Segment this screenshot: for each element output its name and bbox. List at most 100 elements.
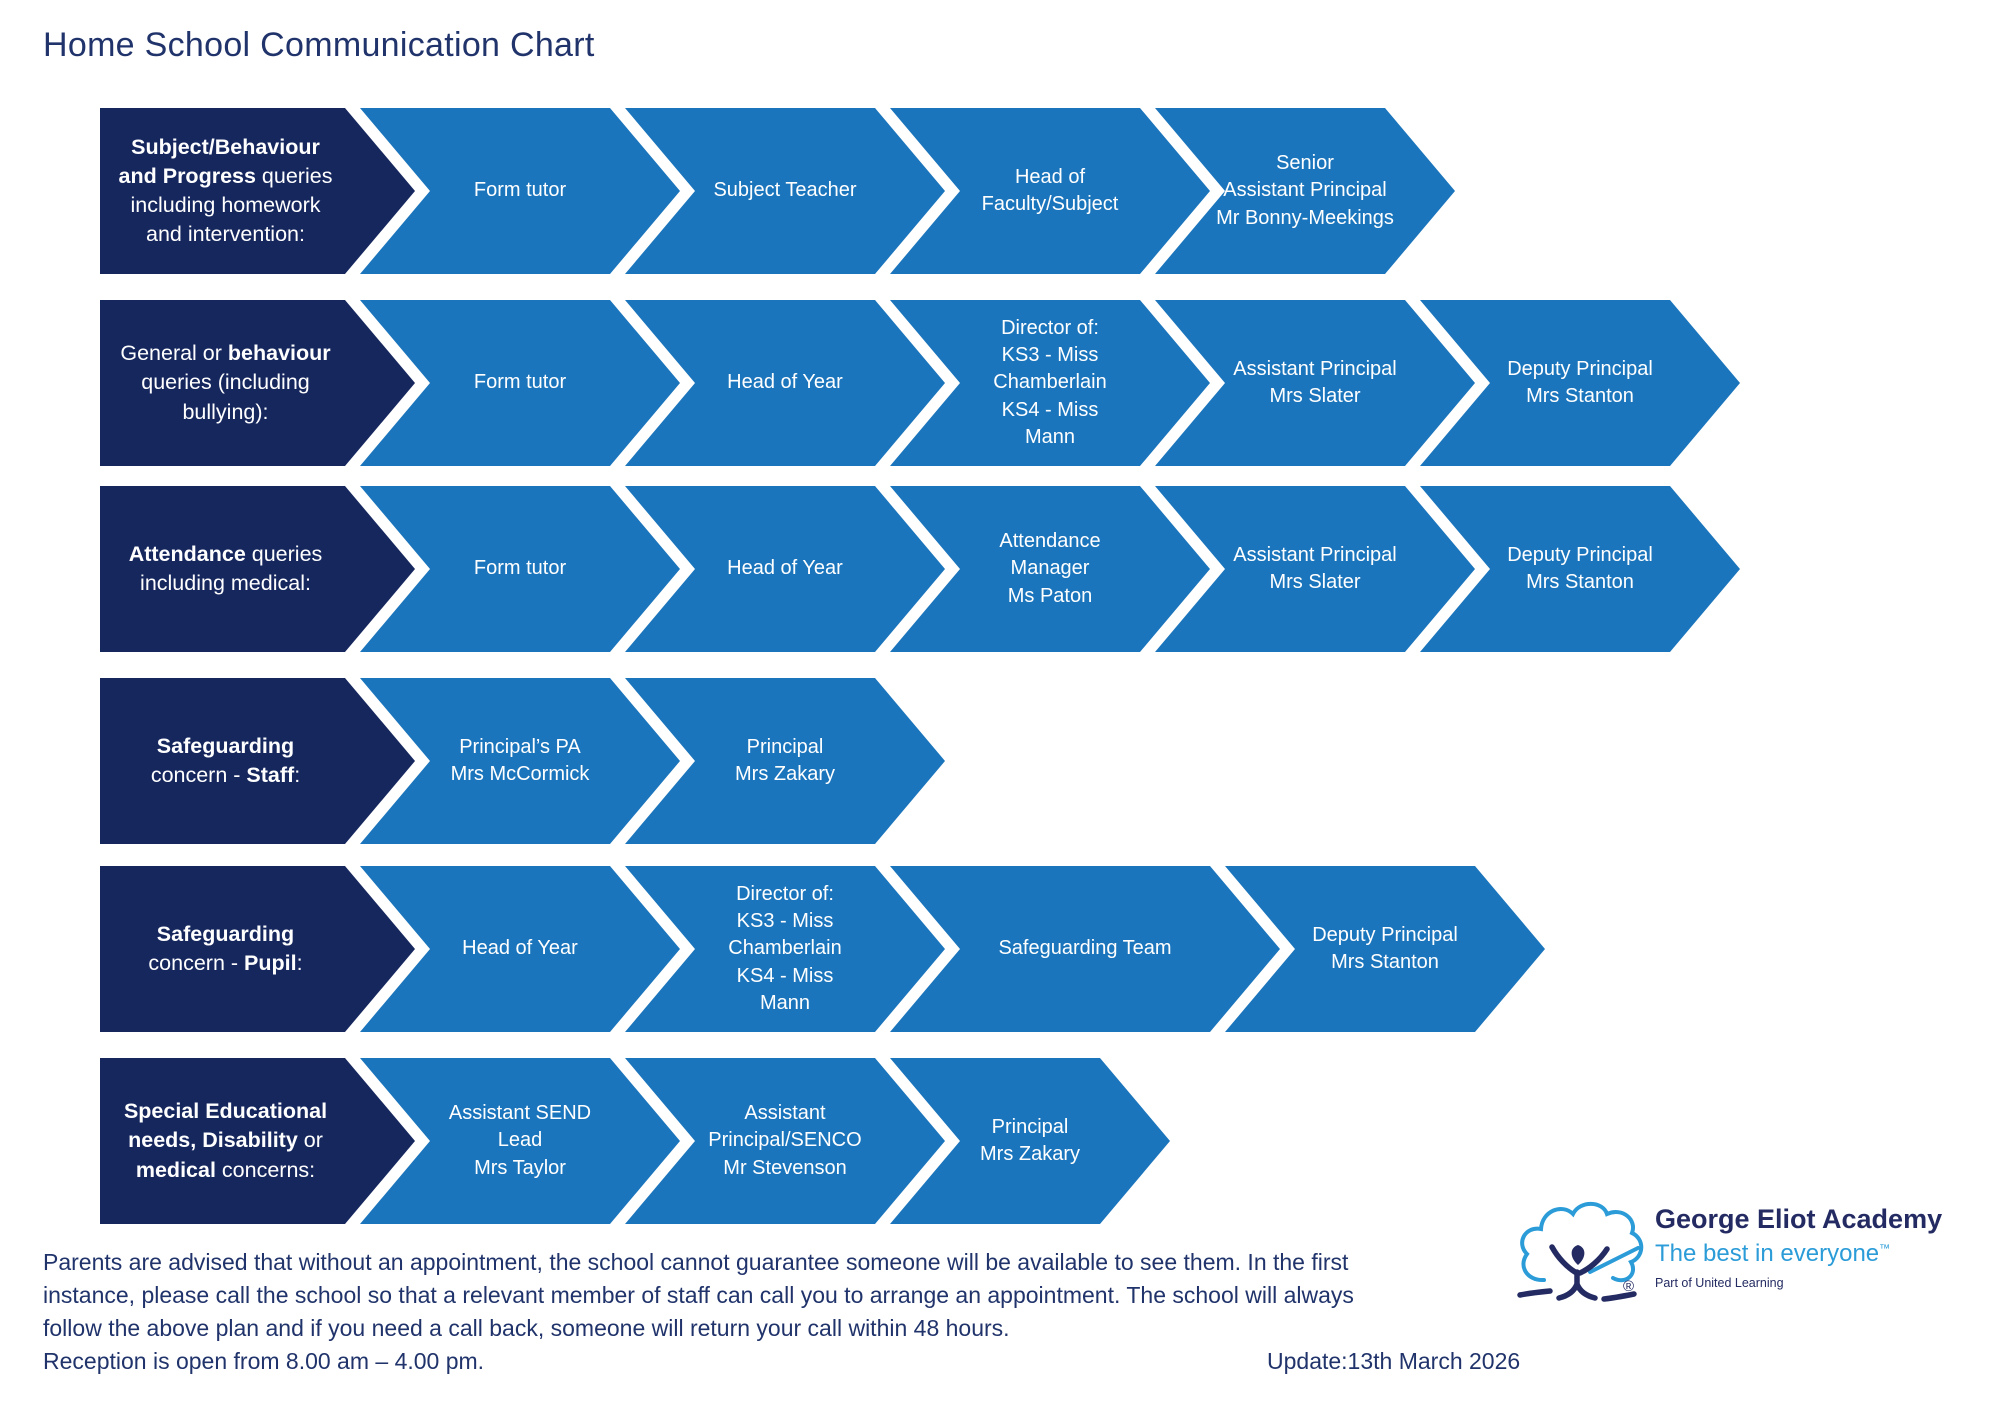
- step-label-line: Mrs Taylor: [474, 1156, 566, 1179]
- category-label-line: and intervention:: [146, 222, 305, 247]
- footer-line: Parents are advised that without an appo…: [43, 1249, 1349, 1275]
- step-label-line: Mrs Stanton: [1526, 571, 1634, 593]
- step-label-line: Head of Year: [727, 557, 843, 580]
- step-label-line: Assistant Principal: [1233, 543, 1397, 566]
- step-label-line: Mrs Slater: [1269, 571, 1361, 593]
- step-label-line: Assistant Principal: [1233, 357, 1397, 380]
- footer-line: follow the above plan and if you need a …: [43, 1315, 1010, 1341]
- category-label-line: including homework: [130, 193, 321, 217]
- category-label-line: needs, Disability or: [128, 1128, 323, 1153]
- step-label-line: Assistant Principal: [1223, 179, 1387, 202]
- tagline-text: The best in everyone: [1655, 1240, 1880, 1267]
- step-label-line: Ms Paton: [1007, 584, 1093, 607]
- step-label-line: Director of:: [736, 883, 834, 906]
- page-title: Home School Communication Chart: [43, 26, 595, 64]
- category-label-line: concern - Pupil:: [148, 951, 303, 975]
- step-label-line: Form tutor: [473, 179, 567, 202]
- figure-left-arm: [1549, 1244, 1578, 1275]
- step-label-line: Safeguarding Team: [998, 937, 1172, 960]
- update-date: Update:13th March 2026: [1267, 1348, 1521, 1374]
- step-label-line: Mrs Zakary: [980, 1143, 1080, 1165]
- step-label-line: Principal: [991, 1115, 1069, 1138]
- step-label-line: Principal’s PA: [459, 735, 581, 758]
- step-label-line: Assistant SEND: [448, 1102, 592, 1125]
- step-label-line: Mr Bonny-Meekings: [1216, 206, 1394, 229]
- academy-tagline: The best in everyone™: [1655, 1240, 1890, 1268]
- step-label-line: Mrs Slater: [1269, 385, 1361, 407]
- step-label-line: Deputy Principal: [1312, 923, 1458, 946]
- step-label-line: Mr Stevenson: [723, 1156, 847, 1179]
- step-arrow: Safeguarding Team: [890, 866, 1280, 1032]
- ground-line-right: [1601, 1291, 1637, 1302]
- step-label-line: KS3 - Miss: [736, 910, 834, 933]
- category-label-line: Special Educational: [123, 1099, 328, 1124]
- step-label-line: Attendance: [999, 530, 1101, 553]
- step-label-line: Mann: [759, 991, 811, 1014]
- category-label-line: concern - Staff:: [150, 763, 301, 787]
- footer-line: instance, please call the school so that…: [43, 1282, 1354, 1308]
- registered-trademark-symbol: ®: [1623, 1278, 1635, 1295]
- step-label-line: Manager: [1010, 557, 1090, 580]
- category-arrow: General or behaviour queries (including bu…: [100, 300, 415, 466]
- step-label-line: Principal/SENCO: [708, 1129, 862, 1152]
- step-label-line: Head of Year: [462, 937, 578, 960]
- step-label-line: Chamberlain: [728, 937, 842, 960]
- academy-parent-org: Part of United Learning: [1655, 1276, 1784, 1290]
- step-label-line: Mann: [1024, 425, 1076, 448]
- step-label-line: Form tutor: [473, 371, 567, 394]
- category-label-line: and Progress queries: [118, 163, 333, 188]
- step-label-line: KS4 - Miss: [736, 964, 834, 987]
- academy-name: George Eliot Academy: [1655, 1204, 1943, 1234]
- chart-row: Safeguarding concern - Staff: Principal’s …: [0, 678, 2000, 844]
- category-label-line: Safeguarding: [156, 733, 295, 758]
- step-label-line: Head of Year: [727, 371, 843, 394]
- ground-line-left: [1517, 1288, 1553, 1298]
- chart-row: Safeguarding concern - Pupil: Head of Year…: [0, 866, 2000, 1032]
- category-arrow: Safeguarding concern - Staff:: [100, 678, 415, 844]
- step-label-line: Chamberlain: [993, 371, 1107, 394]
- academy-tree-icon: [1517, 1201, 1644, 1302]
- step-label-line: Deputy Principal: [1507, 543, 1653, 566]
- category-label-line: queries (including: [141, 370, 310, 395]
- step-label-line: Subject Teacher: [713, 179, 857, 202]
- tree-branch: [1588, 1246, 1640, 1274]
- step-label-line: Form tutor: [473, 557, 567, 580]
- step-label-line: Senior: [1276, 152, 1334, 175]
- footer-note: Parents are advised that without an appo…: [43, 1246, 1354, 1378]
- step-label-line: Mrs Zakary: [735, 763, 835, 785]
- academy-logo: ® George Eliot Academy The best in every…: [1505, 1198, 1975, 1328]
- figure-head: [1571, 1245, 1585, 1265]
- category-label-line: General or behaviour: [120, 341, 331, 366]
- step-label-line: Principal: [746, 735, 824, 758]
- step-label-line: Mrs Stanton: [1526, 385, 1634, 407]
- step-label-line: Assistant: [744, 1102, 826, 1125]
- chart-row: General or behaviour queries (including bu…: [0, 300, 2000, 466]
- category-arrow: Safeguarding concern - Pupil:: [100, 866, 415, 1032]
- category-arrow: Subject/Behaviour and Progress queries inc…: [100, 108, 415, 274]
- step-label-line: Mrs Stanton: [1331, 951, 1439, 973]
- step-label-line: KS4 - Miss: [1001, 398, 1099, 421]
- figure-right-arm: [1577, 1246, 1610, 1276]
- step-label-line: Director of:: [1001, 317, 1099, 340]
- figure-body-legs: [1556, 1269, 1598, 1301]
- tree-canopy: [1520, 1201, 1644, 1283]
- chart-row: Subject/Behaviour and Progress queries inc…: [0, 108, 2000, 274]
- step-label-line: Mrs McCormick: [450, 763, 590, 785]
- step-label-line: Head of: [1014, 165, 1086, 188]
- category-label-line: bullying):: [182, 399, 269, 424]
- chart-row: Special Educational needs, Disability or m…: [0, 1058, 2000, 1224]
- category-label-line: Safeguarding: [156, 921, 295, 946]
- trademark-symbol: ™: [1879, 1243, 1891, 1255]
- category-arrow: Special Educational needs, Disability or m…: [100, 1058, 415, 1224]
- category-label-line: Subject/Behaviour: [131, 134, 320, 159]
- category-label-line: medical concerns:: [135, 1157, 316, 1182]
- step-arrow: Head of Faculty/Subject: [890, 108, 1210, 274]
- step-label-line: KS3 - Miss: [1001, 344, 1099, 367]
- step-label-line: Lead: [497, 1129, 543, 1152]
- footer-line: Reception is open from 8.00 am – 4.00 pm…: [43, 1348, 485, 1374]
- step-label-line: Faculty/Subject: [981, 193, 1119, 215]
